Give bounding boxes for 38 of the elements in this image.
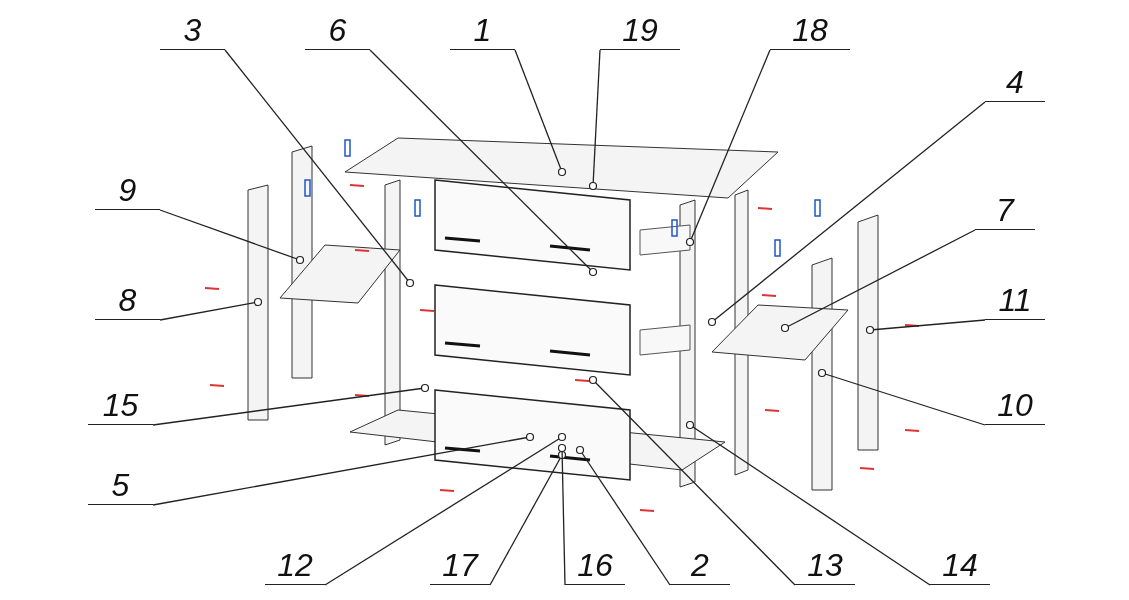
callout-number: 17 — [430, 545, 490, 585]
callout-number: 11 — [985, 280, 1045, 320]
leader-line — [780, 229, 976, 333]
leader-line — [865, 319, 986, 335]
callout-number: 19 — [600, 10, 680, 50]
leader-line — [588, 375, 796, 586]
callout-number: 15 — [88, 385, 153, 425]
leader-line — [685, 49, 771, 247]
leader-line — [685, 420, 931, 586]
leader-line — [324, 432, 567, 586]
callout-number: 7 — [975, 190, 1035, 230]
callout-number: 9 — [95, 170, 160, 210]
callout-number: 13 — [795, 545, 855, 585]
leader-line — [369, 49, 598, 277]
leader-line — [557, 443, 567, 586]
leader-line — [159, 297, 263, 321]
leader-line — [575, 445, 671, 586]
callout-number: 10 — [985, 385, 1045, 425]
leader-line — [588, 49, 601, 191]
callout-number: 1 — [450, 10, 515, 50]
callout-number: 3 — [160, 10, 225, 50]
leader-line — [707, 101, 986, 327]
callout-number: 8 — [95, 280, 160, 320]
callout-number: 12 — [265, 545, 325, 585]
callout-number: 18 — [770, 10, 850, 50]
callout-number: 5 — [88, 465, 153, 505]
callout-number: 14 — [930, 545, 990, 585]
callout-number: 2 — [670, 545, 730, 585]
leader-line — [152, 432, 535, 506]
leader-line — [489, 450, 567, 586]
leader-line — [817, 368, 986, 426]
leader-line — [224, 49, 415, 288]
leader-line — [152, 383, 430, 426]
leader-line — [514, 49, 567, 177]
callout-number: 16 — [565, 545, 625, 585]
callout-number: 6 — [305, 10, 370, 50]
callout-number: 4 — [985, 62, 1045, 102]
leader-line — [159, 209, 305, 265]
